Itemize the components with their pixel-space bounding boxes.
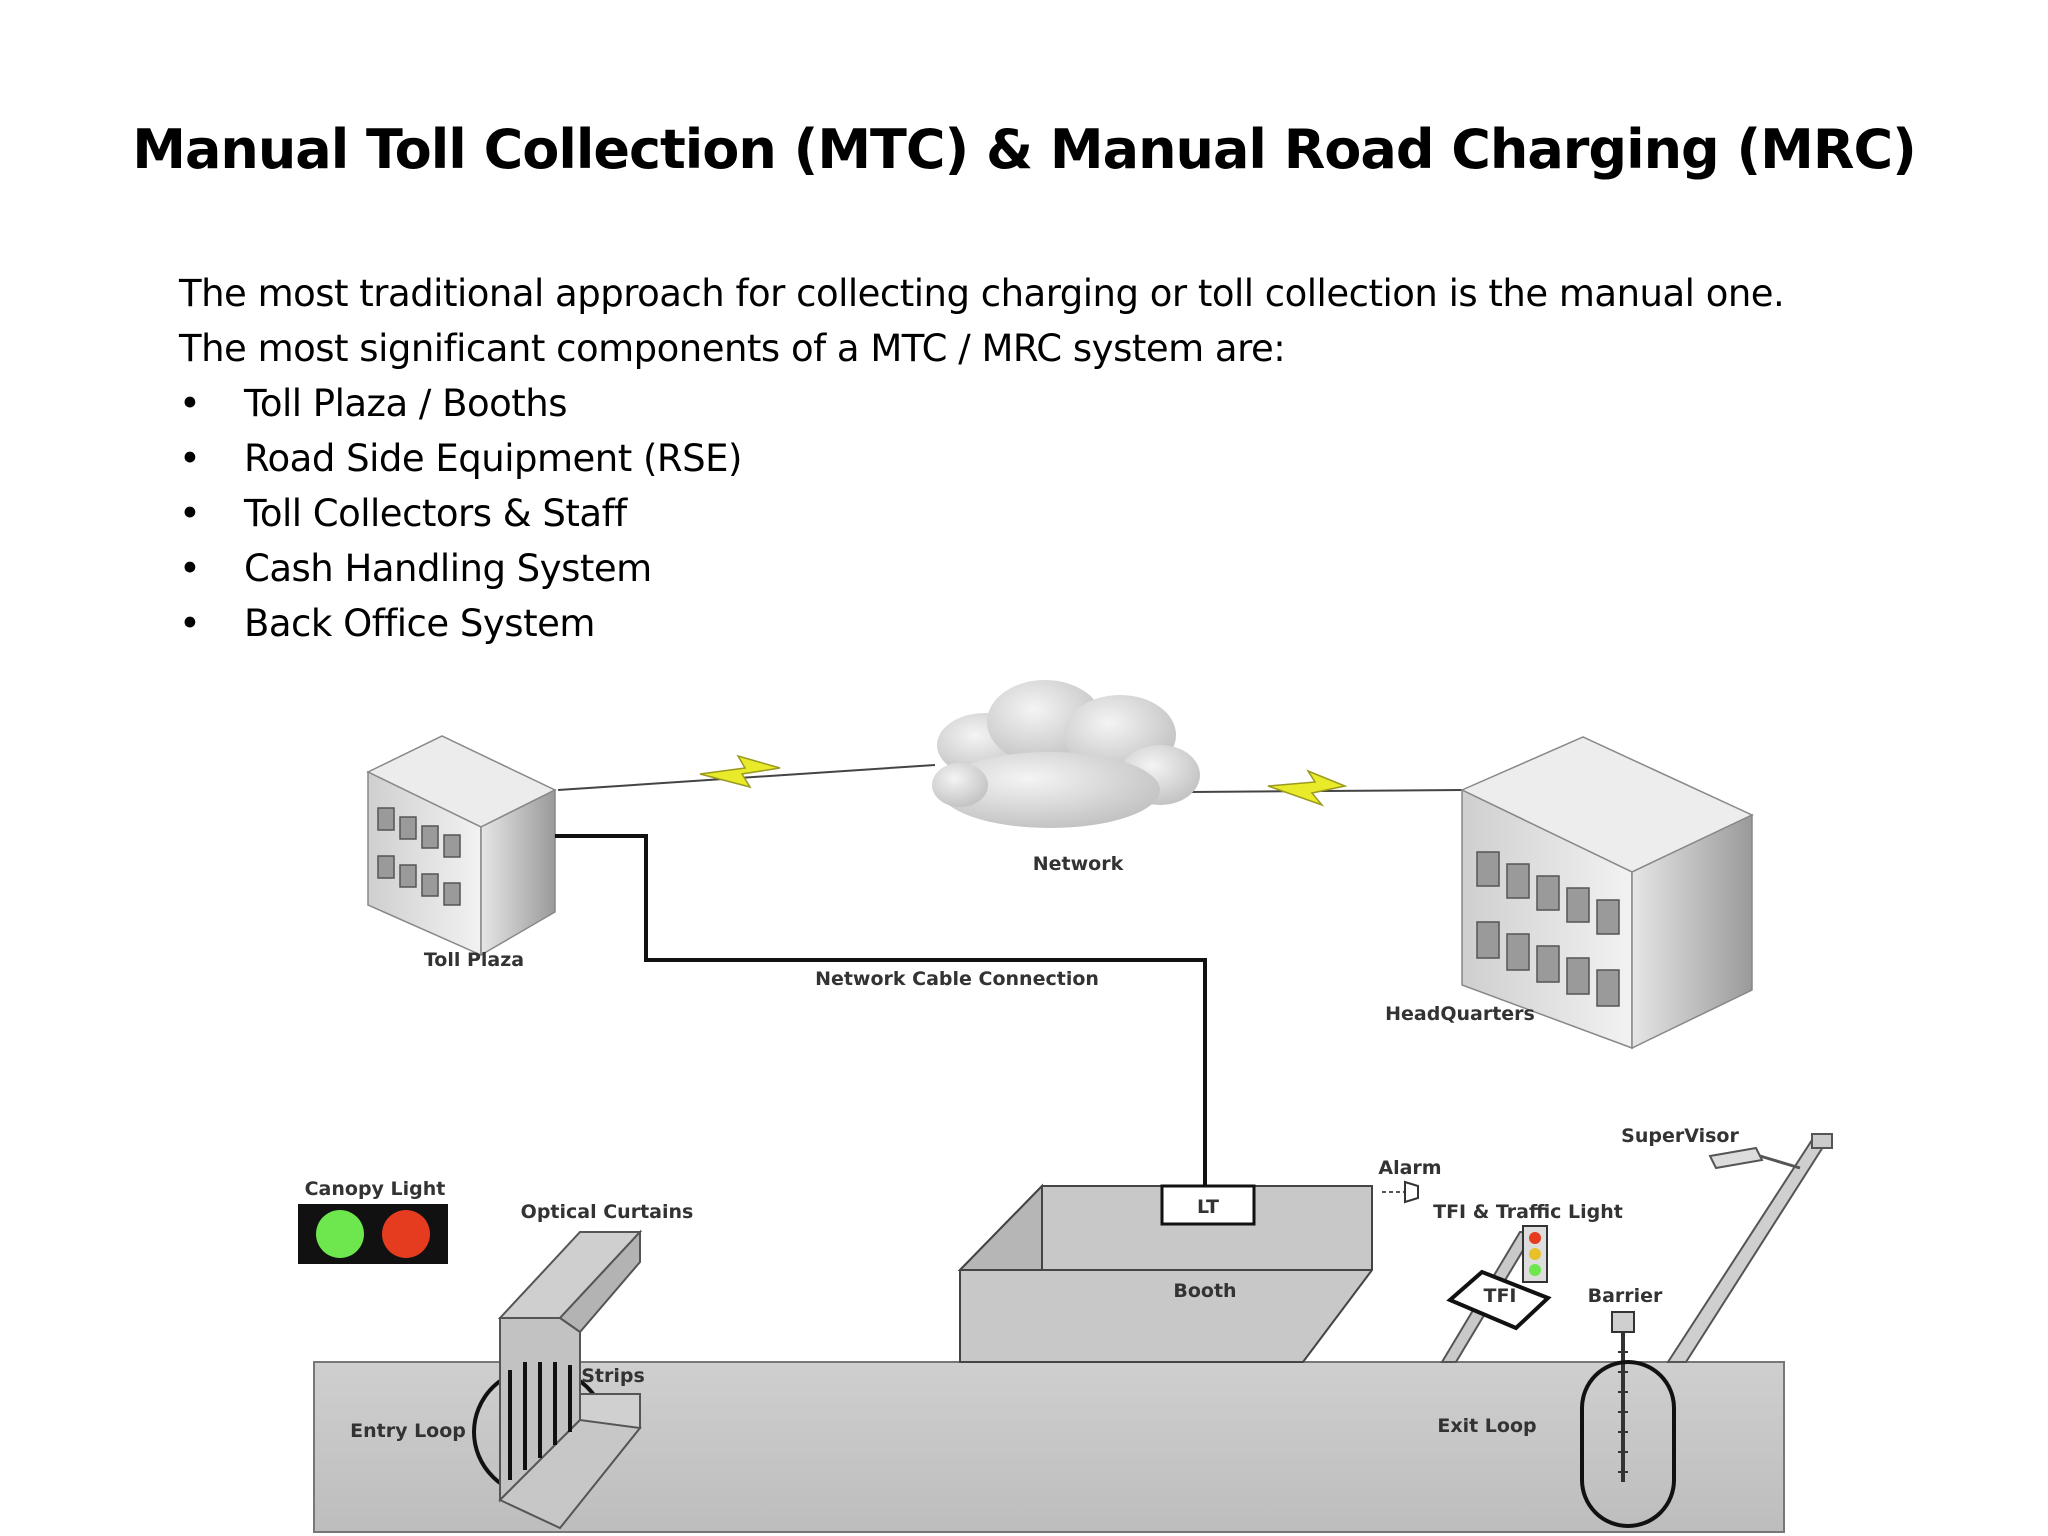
bullet-icon: • — [179, 547, 201, 590]
strips-icon — [508, 1362, 572, 1480]
bullet-icon: • — [179, 382, 201, 425]
bullet-icon: • — [179, 602, 201, 645]
tfi-traffic-light-icon — [1440, 1225, 1552, 1363]
intro-line-2: The most significant components of a MTC… — [179, 327, 1286, 370]
barrier-label: Barrier — [1588, 1285, 1663, 1307]
canopy-light-label: Canopy Light — [305, 1178, 446, 1200]
list-item: • Toll Collectors & Staff — [179, 486, 1979, 541]
optical-curtains-label: Optical Curtains — [521, 1201, 694, 1223]
list-item: • Cash Handling System — [179, 541, 1979, 596]
bullet-icon: • — [179, 437, 201, 480]
intro-line-1: The most traditional approach for collec… — [179, 272, 1785, 315]
alarm-label: Alarm — [1378, 1157, 1441, 1179]
supervisor-label: SuperVisor — [1621, 1125, 1739, 1147]
toll-plaza-label: Toll Plaza — [424, 949, 524, 971]
exit-loop-label: Exit Loop — [1437, 1415, 1536, 1437]
list-item-text: Toll Plaza / Booths — [244, 382, 568, 425]
list-item-text: Road Side Equipment (RSE) — [244, 437, 742, 480]
barrier-arm-icon — [1618, 1332, 1628, 1482]
slide-title: Manual Toll Collection (MTC) & Manual Ro… — [132, 118, 1917, 181]
alarm-icon — [1382, 1180, 1419, 1204]
list-item: • Back Office System — [179, 596, 1979, 651]
lightning-icon — [1267, 769, 1348, 807]
list-item-text: Back Office System — [244, 602, 595, 645]
supervisor-camera-icon — [1666, 1133, 1833, 1363]
strips-label: Strips — [581, 1365, 645, 1387]
network-label: Network — [1033, 853, 1124, 875]
lightning-icon — [699, 754, 781, 789]
component-list: • Toll Plaza / Booths • Road Side Equipmen… — [179, 376, 1979, 651]
lane-terminal-label: LT — [1197, 1196, 1219, 1218]
lane-terminal-box — [1160, 1184, 1256, 1226]
bullet-icon: • — [179, 492, 201, 535]
network-cloud-icon — [932, 680, 1200, 828]
booth-icon — [957, 1183, 1373, 1363]
headquarters-label: HeadQuarters — [1385, 1003, 1535, 1025]
tfi-display — [1446, 1269, 1552, 1331]
toll-system-diagram: Network Toll Plaza — [298, 680, 1833, 1533]
list-item: • Road Side Equipment (RSE) — [179, 431, 1979, 486]
network-cable-label: Network Cable Connection — [815, 968, 1099, 990]
booth-label: Booth — [1173, 1280, 1236, 1302]
canopy-light-icon — [298, 1204, 448, 1264]
wireless-link-left — [557, 754, 936, 791]
wireless-link-right — [1189, 769, 1463, 807]
headquarters-building-icon — [1460, 736, 1754, 1050]
exit-loop-icon — [1580, 1360, 1676, 1528]
entry-loop-label: Entry Loop — [350, 1420, 466, 1442]
intro-text: The most traditional approach for collec… — [179, 266, 1979, 651]
optical-curtains-icon — [497, 1229, 643, 1530]
list-item-text: Cash Handling System — [244, 547, 652, 590]
network-cable-line — [555, 834, 1207, 1186]
list-item-text: Toll Collectors & Staff — [244, 492, 627, 535]
toll-plaza-building-icon — [366, 735, 557, 957]
list-item: • Toll Plaza / Booths — [179, 376, 1979, 431]
barrier-icon — [1611, 1311, 1635, 1333]
tfi-display-label: TFI — [1483, 1285, 1516, 1307]
tfi-traffic-light-label: TFI & Traffic Light — [1433, 1201, 1623, 1223]
